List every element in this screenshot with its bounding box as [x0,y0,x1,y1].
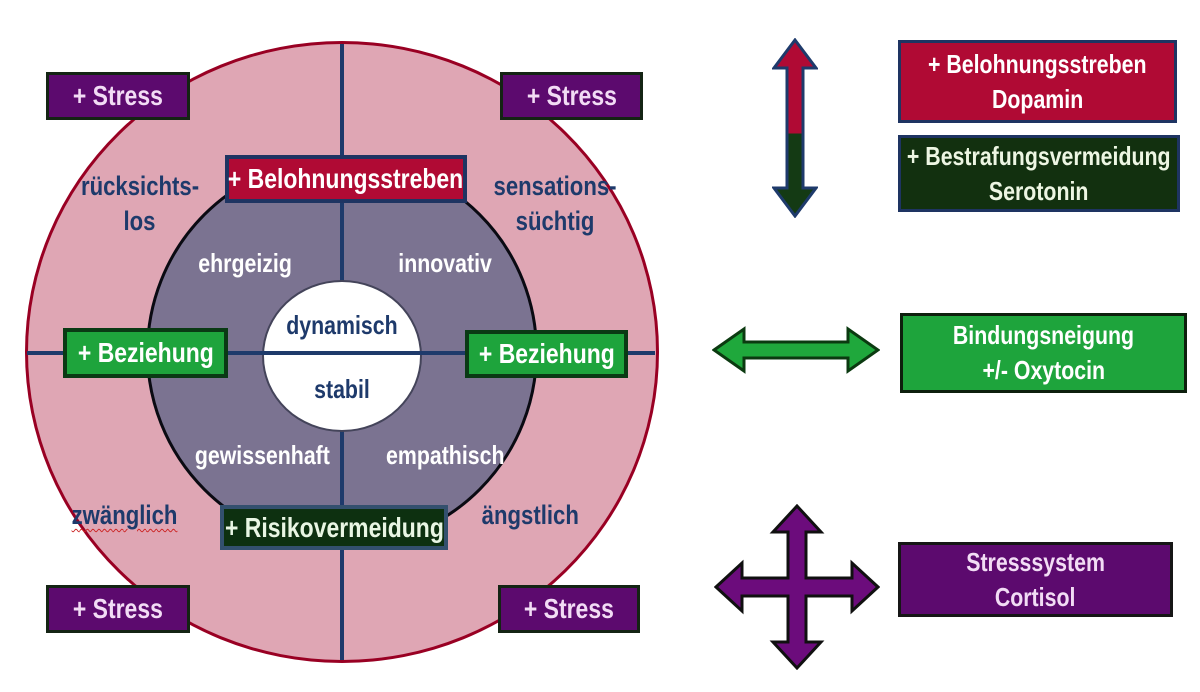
cross-double-arrow-icon [713,503,881,671]
stress-box-top-left: + Stress [46,72,190,120]
label-ehrgeizig: ehrgeizig [198,248,292,278]
label-aengstlich: ängstlich [481,500,579,530]
horizontal-double-arrow-icon [711,326,881,374]
label-zwaenglich: zwänglich [72,500,178,530]
label-sensationssuechtig: sensations- süchtig [493,171,617,236]
label-innovativ: innovativ [398,248,492,278]
horizontal-axis-line [27,351,655,355]
stress-box-bottom-right: + Stress [498,585,640,633]
legend-serotonin-box: + Bestrafungsvermeidung Serotonin [898,135,1180,212]
relationship-box-left: + Beziehung [63,328,228,378]
legend-oxytocin-box: Bindungsneigung +/- Oxytocin [900,313,1187,393]
label-stabil: stabil [314,374,370,404]
risk-avoidance-box: + Risikovermeidung [220,505,448,550]
label-dynamisch: dynamisch [286,310,398,340]
legend-dopamine-box: + Belohnungsstreben Dopamin [898,40,1177,123]
stress-box-top-right: + Stress [500,72,643,120]
stress-box-bottom-left: + Stress [46,585,190,633]
label-ruecksichtslos: rücksichts- los [80,171,200,236]
relationship-box-right: + Beziehung [465,330,628,378]
vertical-double-arrow-icon [771,37,819,219]
label-gewissenhaft: gewissenhaft [194,440,330,470]
center-circle [262,280,422,432]
label-empathisch: empathisch [385,440,505,470]
reward-seeking-box: + Belohnungsstreben [225,155,467,203]
legend-cortisol-box: Stresssystem Cortisol [898,542,1173,617]
